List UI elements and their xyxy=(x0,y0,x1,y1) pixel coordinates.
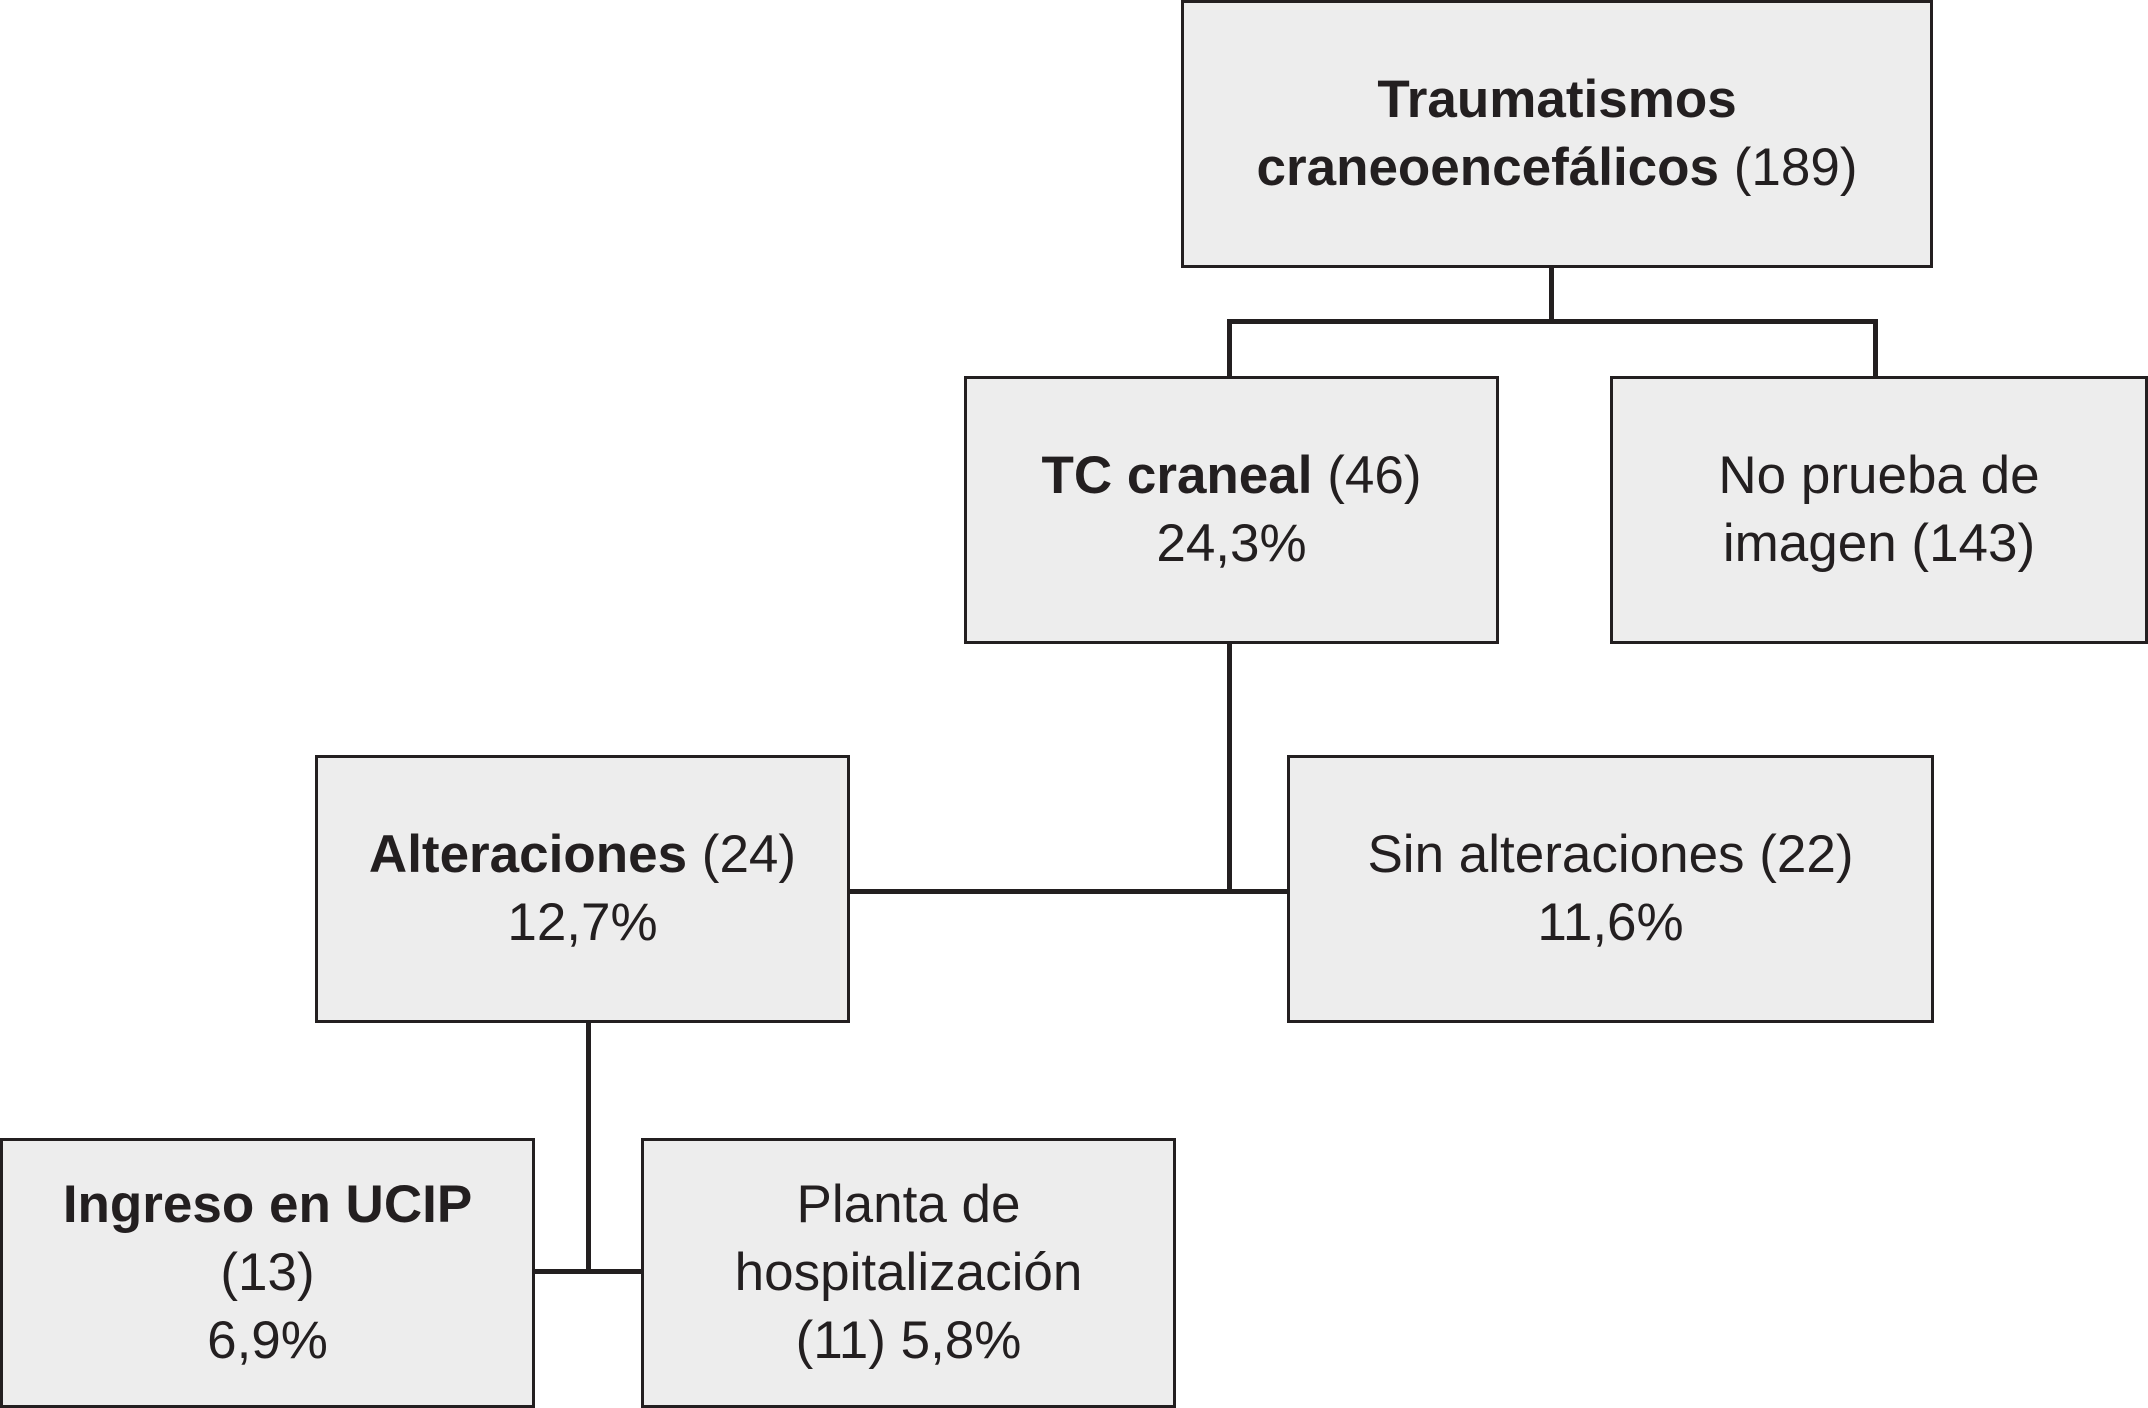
node-planta-line2: hospitalización xyxy=(734,1243,1083,1302)
node-alteraciones-title: Alteraciones xyxy=(368,825,688,884)
node-tc-craneal-title: TC craneal xyxy=(1041,446,1313,505)
node-planta-hospitalizacion: Planta de hospitalización (11) 5,8% xyxy=(641,1138,1176,1408)
node-alteraciones-count: (24) xyxy=(701,825,797,884)
node-ingreso-ucip-count: (13) xyxy=(220,1243,315,1302)
node-planta-line1: Planta de xyxy=(796,1175,1021,1234)
connector-tc-down xyxy=(1227,642,1232,894)
node-ingreso-ucip: Ingreso en UCIP (13) 6,9% xyxy=(0,1138,535,1408)
node-sin-alteraciones-line1: Sin alteraciones (22) xyxy=(1367,825,1854,884)
node-planta-line3: (11) 5,8% xyxy=(795,1311,1022,1370)
connector-tc-branch xyxy=(847,889,1290,894)
connector-alteraciones-branch xyxy=(532,1269,644,1274)
node-tc-craneal-pct: 24,3% xyxy=(1156,514,1307,573)
node-tc-craneal-count: (46) xyxy=(1327,446,1422,505)
node-alteraciones: Alteraciones (24) 12,7% xyxy=(315,755,850,1023)
node-sin-alteraciones-pct: 11,6% xyxy=(1537,893,1684,952)
node-alteraciones-pct: 12,7% xyxy=(507,893,658,952)
node-no-prueba-imagen: No prueba de imagen (143) xyxy=(1610,376,2148,644)
connector-root-down xyxy=(1549,268,1554,324)
connector-to-tc xyxy=(1227,319,1232,376)
node-ingreso-ucip-pct: 6,9% xyxy=(207,1311,328,1370)
node-tc-craneal: TC craneal (46) 24,3% xyxy=(964,376,1499,644)
connector-root-branch xyxy=(1227,319,1878,324)
node-ingreso-ucip-title: Ingreso en UCIP xyxy=(62,1175,473,1234)
node-traumatismos-count: (189) xyxy=(1733,138,1858,197)
node-traumatismos-title: Traumatismos xyxy=(1377,70,1737,129)
node-sin-alteraciones: Sin alteraciones (22) 11,6% xyxy=(1287,755,1934,1023)
connector-alteraciones-down xyxy=(586,1021,591,1274)
connector-to-no-imagen xyxy=(1873,319,1878,376)
node-traumatismos: Traumatismos craneoencefálicos (189) xyxy=(1181,0,1933,268)
node-no-prueba-imagen-line1: No prueba de xyxy=(1718,446,2040,505)
node-no-prueba-imagen-line2: imagen (143) xyxy=(1722,514,2036,573)
node-traumatismos-title2: craneoencefálicos xyxy=(1256,138,1720,197)
